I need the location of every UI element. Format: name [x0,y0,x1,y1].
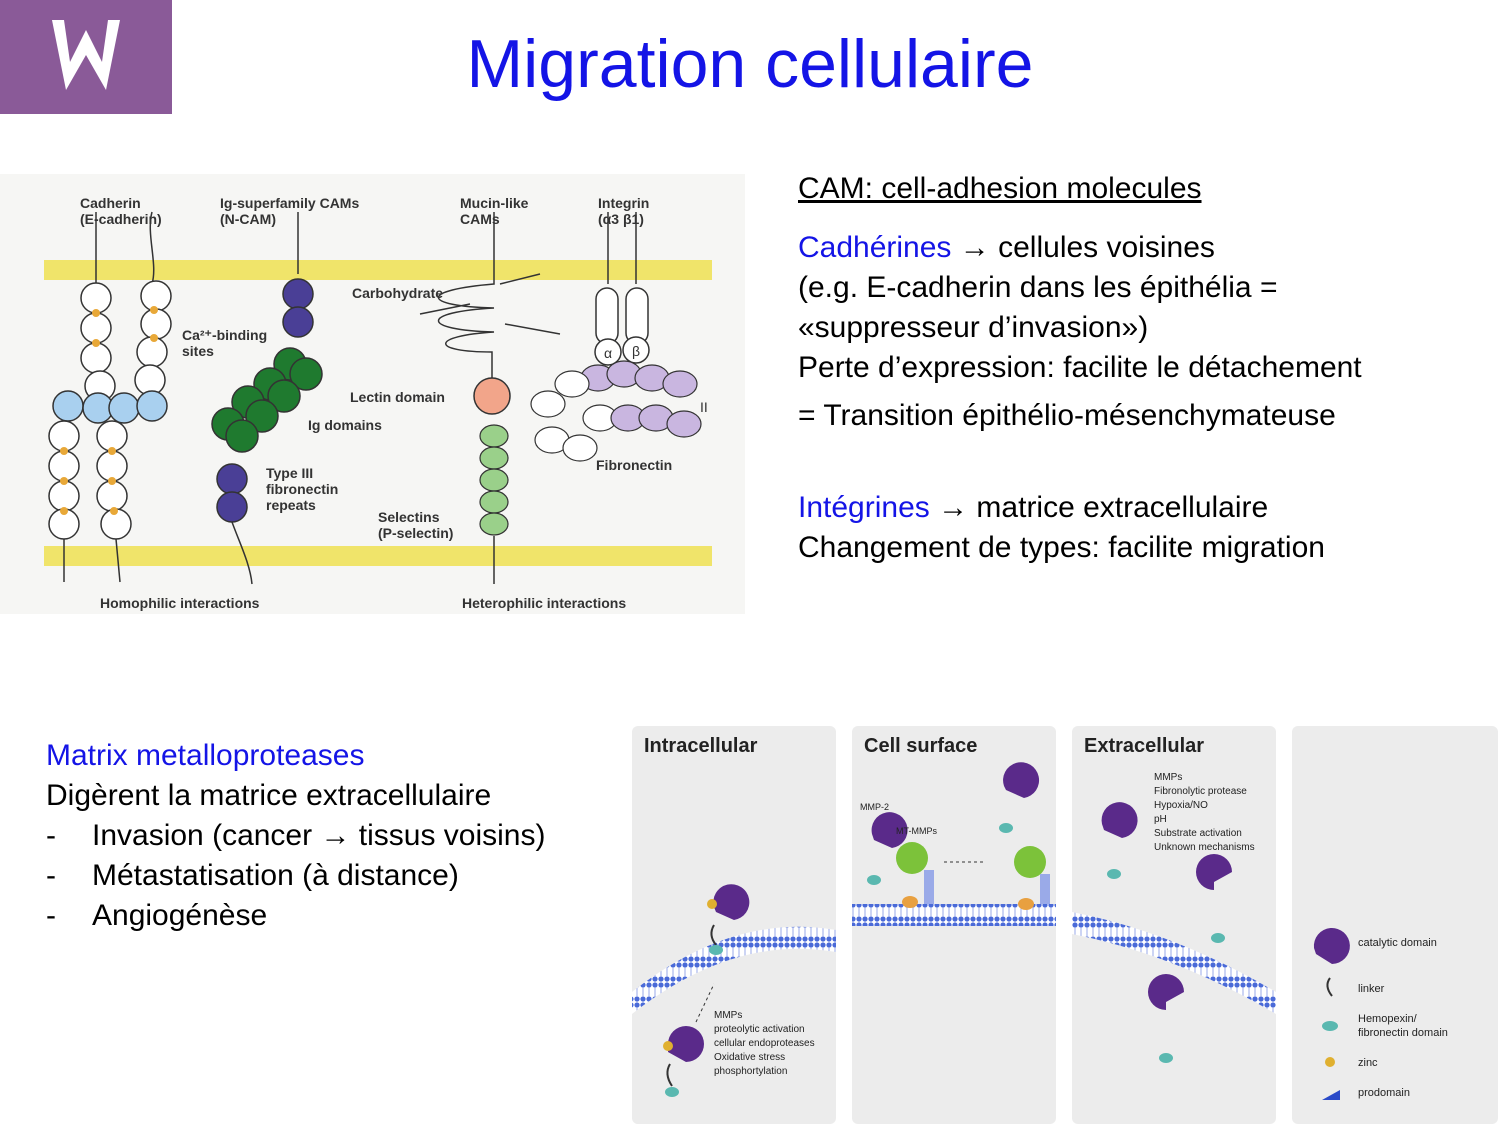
note-intracellular: Oxidative stress [714,1052,785,1063]
page-title: Migration cellulaire [466,26,1034,102]
ncam [211,212,323,585]
integrin [594,212,650,366]
cadherin-lower [48,420,132,583]
fibronectin [530,360,702,462]
membrane-top [44,260,712,280]
label-fibronectin-word: fibronectin [266,481,338,497]
cam-diagram: Cadherin (E-cadherin) Ig-superfamily CAM… [0,174,745,614]
label-sites: sites [182,343,214,359]
mmp-paragraph: Matrix metalloproteases Digèrent la matr… [46,736,546,936]
label-roman2: II [700,399,708,415]
note-extracellular: MMPs [1154,772,1182,783]
cam-heading: CAM: cell-adhesion molecules [798,172,1202,205]
logo-mark [52,20,120,90]
membrane-surface [852,904,1056,926]
integrines-term: Intégrines [798,491,930,524]
legend-prodomain: prodomain [1358,1087,1410,1099]
legend-linker: linker [1358,983,1385,995]
label-cams: CAMs [460,211,500,227]
membrane-intracellular [632,926,836,1014]
logo [0,0,172,114]
note-intracellular: proteolytic activation [714,1024,805,1035]
note-extracellular: Hypoxia/NO [1154,800,1208,811]
label-integrin: Integrin [598,195,649,211]
cell-surface-proteins [867,762,1050,910]
calcium-sites [60,306,158,515]
cadherines-term: Cadhérines [798,231,952,264]
legend-catalytic: catalytic domain [1358,937,1437,949]
cadherin-blue [52,390,168,424]
cadherines-line4: Perte d’expression: facilite le détachem… [798,351,1362,384]
list-item: -Angiogénèse [46,899,268,932]
legend-fibronectin: fibronectin domain [1358,1027,1448,1039]
note-extracellular: Substrate activation [1154,828,1242,839]
label-beta: β [632,343,640,359]
label-mt-mmps: MT-MMPs [896,826,937,836]
list-item: -Métastatisation (à distance) [46,859,459,892]
integrines-line1: matrice extracellulaire [968,491,1269,524]
note-intracellular: phosphortylation [714,1066,787,1077]
arrow-icon: → [959,231,990,264]
label-n-cam: (N-CAM) [220,211,276,227]
panel-title-extracellular: Extracellular [1084,735,1204,757]
note-extracellular: Unknown mechanisms [1154,842,1255,853]
legend: catalytic domain linker Hemopexin/ fibro… [1313,928,1448,1100]
mucin [419,212,561,380]
cadherines-line3: «suppresseur d’invasion») [798,311,1149,344]
label-selectins: Selectins [378,509,440,525]
label-heterophilic: Heterophilic interactions [462,595,626,611]
legend-hemopexin: Hemopexin/ [1358,1013,1418,1025]
label-homophilic: Homophilic interactions [100,595,260,611]
label-repeats: repeats [266,497,316,513]
label-type3: Type III [266,465,313,481]
selectin [479,424,509,536]
cadherines-line5: = Transition épithélio-mésenchymateuse [798,399,1336,432]
integrines-line2: Changement de types: facilite migration [798,531,1325,564]
mmp-line2: Digèrent la matrice extracellulaire [46,779,492,812]
cadherines-line1: cellules voisines [989,231,1215,264]
label-carbohydrate: Carbohydrate [352,285,443,301]
label-p-selectin: (P-selectin) [378,525,453,541]
label-lectin: Lectin domain [350,389,445,405]
note-intracellular: cellular endoproteases [714,1038,815,1049]
extracellular-proteins [1101,802,1232,1063]
cadherin-chains [80,211,172,402]
note-extracellular: pH [1154,814,1167,825]
list-item: -Invasion (cancer → tissus voisins) [46,819,546,852]
label-ig-domains: Ig domains [308,417,382,433]
panel-title-cell-surface: Cell surface [864,735,977,757]
mmp-protein [663,884,750,1097]
label-alpha: α [604,345,612,361]
label-e-cadherin: (E-cadherin) [80,211,162,227]
panel-title-intracellular: Intracellular [644,735,758,757]
label-integrin-sub: (α3 β1) [598,211,644,227]
label-ca-binding: Ca²⁺-binding [182,327,267,343]
cadherines-paragraph: Cadhérines → cellules voisines (e.g. E-c… [798,228,1362,436]
membrane-bottom [44,546,712,566]
note-extracellular: Fibronolytic protease [1154,786,1247,797]
membrane-extracellular [1072,912,1276,1014]
cadherines-line2: (e.g. E-cadherin dans les épithélia = [798,271,1278,304]
mmp-diagram: Intracellular Cell surface Extracellular… [632,726,1498,1124]
arrow-icon: → [938,491,969,524]
mmp-heading: Matrix metalloproteases [46,739,365,772]
label-mucin: Mucin-like [460,195,529,211]
label-fibronectin: Fibronectin [596,457,672,473]
note-intracellular: MMPs [714,1010,742,1021]
legend-zinc: zinc [1358,1057,1378,1069]
integrines-paragraph: Intégrines → matrice extracellulaire Cha… [798,488,1325,568]
label-cadherin: Cadherin [80,195,141,211]
label-ig-cams: Ig-superfamily CAMs [220,195,359,211]
label-mmp2: MMP-2 [860,802,889,812]
